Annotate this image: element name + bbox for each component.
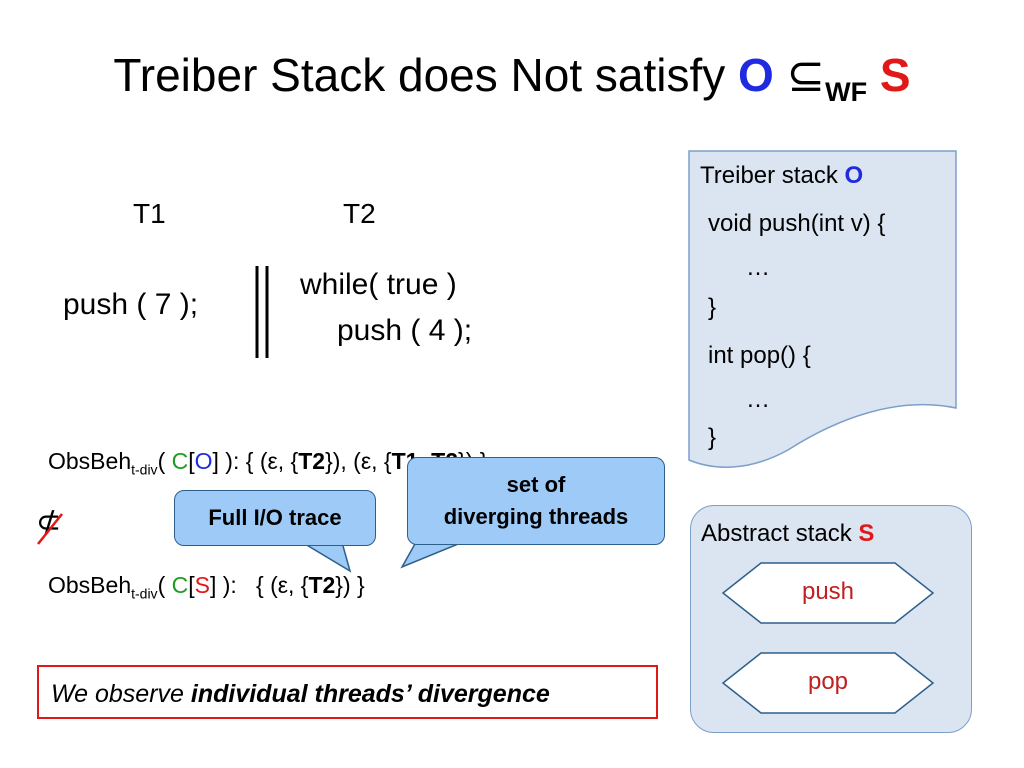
obsbeh-o-lb: [ [188,448,195,474]
hexagon-icon [721,562,935,624]
code-line-4: int pop() { [708,342,811,369]
conclusion-emphasis: individual threads’ divergence [190,680,550,708]
obsbeh-o-arg: O [194,448,213,474]
obsbeh-s-rb: ] [209,572,217,598]
subset-symbol: ⊆ [786,49,826,101]
title-o: O [738,49,774,101]
thread-2-line-2: push ( 4 ); [337,314,473,347]
slide-title: Treiber Stack does Not satisfy O ⊆WF S [0,48,1024,107]
treiber-panel-title-text: Treiber stack [700,162,845,189]
obsbeh-o-set-start: { (ε, { [239,448,299,474]
full-trace-callout: Full I/O trace [174,490,376,546]
treiber-panel-o: O [844,162,864,189]
thread-1-label: T1 [133,198,166,229]
full-trace-text: Full I/O trace [208,505,342,530]
treiber-stack-panel: Treiber stack O void push(int v) { … } i… [688,150,958,472]
strike-icon [34,508,66,553]
parallel-bars [250,262,280,367]
title-text: Treiber Stack does Not satisfy [113,49,739,101]
obsbeh-o-open: ( [157,448,172,474]
obsbeh-s-close: ): [216,572,237,598]
thread-1-code: push ( 7 ); [63,288,199,321]
hexagon-icon [721,652,935,714]
diverging-threads-callout: set of diverging threads [407,457,665,545]
pop-label: pop [807,668,849,695]
obsbeh-s-sub: t-div [131,585,158,602]
diverging-text-line-1: set of [506,472,566,497]
diverging-text-line-2: diverging threads [443,504,629,529]
thread-2-line-1: while( true ) [300,268,457,301]
obsbeh-s-arg: S [194,572,210,598]
obsbeh-s-set-end: }) } [335,572,365,598]
code-line-2: … [746,254,770,281]
obsbeh-o-prefix: ObsBeh [48,448,132,474]
code-line-1: void push(int v) { [708,210,886,237]
obsbeh-o-t2: T2 [298,448,326,474]
thread-2-label: T2 [343,198,376,229]
document-shape-icon [688,150,957,468]
conclusion-box: We observe individual threads’ divergenc… [37,665,658,719]
push-label: push [801,578,855,605]
code-line-5: … [746,386,770,413]
pop-operation[interactable]: pop [721,651,935,715]
obsbeh-s-prefix: ObsBeh [48,572,132,598]
abstract-stack-panel: Abstract stack S push pop [690,505,972,733]
code-line-6: } [708,424,717,451]
obsbeh-s-c: C [171,572,189,598]
obsbeh-s-line: ObsBeht-div( C[S] ): { (ε, {T2}) } [48,572,365,602]
obsbeh-o-sub: t-div [131,461,158,478]
abstract-panel-title: Abstract stack S [701,520,874,548]
obsbeh-s-lb: [ [188,572,195,598]
title-s: S [879,49,911,101]
obsbeh-s-open: ( [157,572,172,598]
title-wf: WF [825,77,868,107]
code-line-3: } [708,294,717,321]
obsbeh-o-close: ): [218,448,240,474]
treiber-panel-title: Treiber stack O [700,162,863,190]
obsbeh-s-t2: T2 [308,572,336,598]
conclusion-text: We observe [51,680,191,708]
obsbeh-s-set-start: { (ε, { [236,572,309,598]
obsbeh-o-mid: }), (ε, { [325,448,392,474]
obsbeh-o-rb: ] [212,448,219,474]
push-operation[interactable]: push [721,561,935,625]
abstract-panel-title-text: Abstract stack [701,520,859,547]
obsbeh-o-c: C [171,448,189,474]
abstract-panel-s: S [858,520,875,547]
